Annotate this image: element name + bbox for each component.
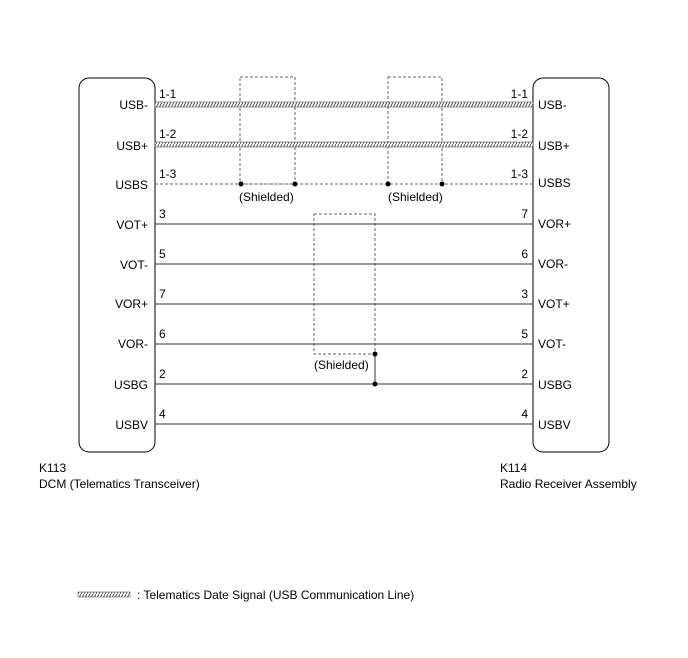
right-pin-number: 7: [521, 207, 528, 221]
left-pin-label: USB+: [116, 139, 148, 153]
left-pin-label: USBS: [115, 178, 148, 192]
right-pin-label: USBG: [538, 378, 572, 392]
right-pin-label: VOR-: [538, 257, 568, 271]
right-pin-label: USBV: [538, 418, 571, 432]
right-pin-label: VOR+: [538, 217, 571, 231]
right-connector-box: [532, 77, 610, 453]
right-pin-number: 1-2: [511, 127, 529, 141]
junction-dot: [385, 181, 391, 187]
junction-dot: [372, 351, 378, 357]
left-pin-number: 3: [159, 207, 166, 221]
right-pin-label: USB+: [538, 139, 570, 153]
left-pin-label: VOT-: [120, 258, 148, 272]
wire-usb-minus: [154, 101, 534, 108]
right-pin-number: 6: [521, 247, 528, 261]
left-pin-number: 5: [159, 247, 166, 261]
right-pin-number: 5: [521, 327, 528, 341]
right-pin-label: VOT+: [538, 297, 570, 311]
legend-usb-line-symbol: [77, 591, 131, 598]
left-pin-label: VOT+: [116, 218, 148, 232]
right-pin-number: 1-1: [511, 87, 529, 101]
left-pin-label: USB-: [119, 98, 148, 112]
left-pin-label: VOR+: [115, 297, 148, 311]
left-pin-number: 7: [159, 287, 166, 301]
wire-usb-plus: [154, 141, 534, 148]
junction-dot: [292, 181, 298, 187]
left-connector-box: [78, 77, 156, 453]
shield-label-right: (Shielded): [388, 190, 443, 204]
left-pin-number: 1-1: [159, 87, 177, 101]
junction-dot: [238, 181, 244, 187]
left-pin-number: 1-3: [159, 167, 177, 181]
right-connector-name: Radio Receiver Assembly: [500, 477, 637, 491]
left-pin-label: VOR-: [118, 337, 148, 351]
right-connector-code: K114: [500, 461, 527, 475]
right-pin-number: 4: [521, 407, 528, 421]
right-pin-number: 3: [521, 287, 528, 301]
legend-text: : Telematics Date Signal (USB Communicat…: [137, 588, 414, 602]
left-pin-number: 2: [159, 367, 166, 381]
junction-dot: [372, 381, 378, 387]
shield-box-right: [387, 76, 443, 185]
left-pin-number: 1-2: [159, 127, 177, 141]
right-pin-number: 1-3: [511, 167, 529, 181]
left-connector-code: K113: [39, 461, 66, 475]
right-pin-label: VOT-: [538, 337, 566, 351]
left-pin-label: USBV: [115, 418, 148, 432]
left-connector-name: DCM (Telematics Transceiver): [39, 477, 200, 491]
right-pin-label: USB-: [538, 98, 567, 112]
shield-box-middle: [313, 213, 376, 355]
left-pin-number: 4: [159, 407, 166, 421]
junction-dot: [439, 181, 445, 187]
shield-label-middle: (Shielded): [314, 358, 369, 372]
left-pin-number: 6: [159, 327, 166, 341]
shield-box-left: [239, 76, 296, 185]
right-pin-number: 2: [521, 367, 528, 381]
shield-label-left: (Shielded): [239, 190, 294, 204]
right-pin-label: USBS: [538, 176, 571, 190]
left-pin-label: USBG: [114, 378, 148, 392]
